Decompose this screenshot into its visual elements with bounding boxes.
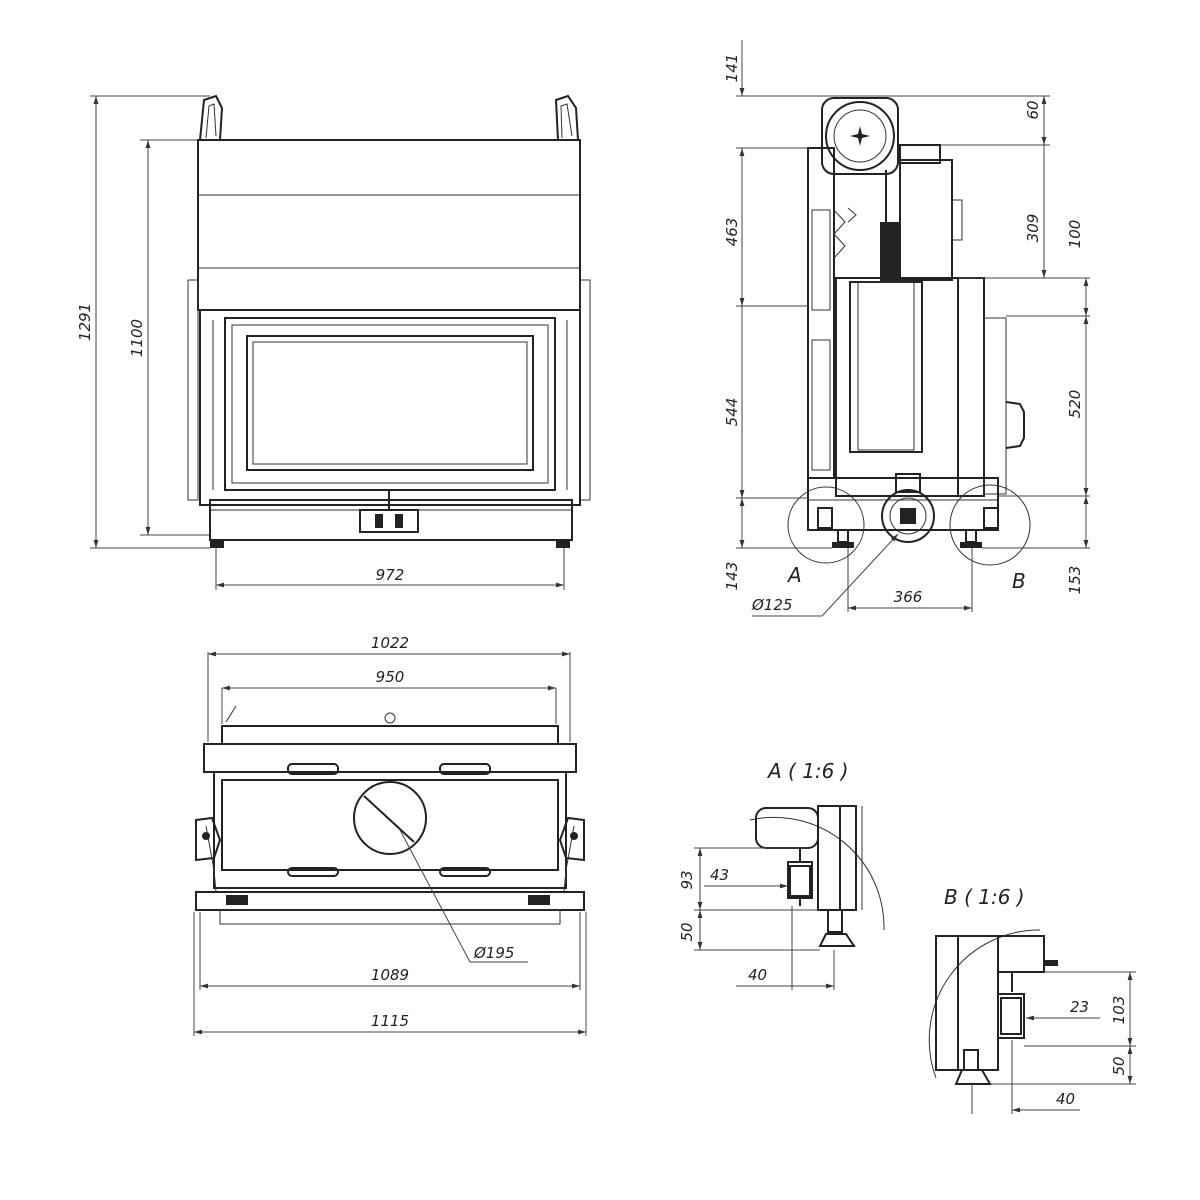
front-view: 1291 1100 972 <box>76 94 591 590</box>
dim-front-height-total: 1291 <box>76 303 94 341</box>
dim-front-height-body: 1100 <box>128 319 146 357</box>
dim-side-flue: Ø125 <box>751 596 792 614</box>
detail-b-title: B ( 1:6 ) <box>944 885 1025 909</box>
detail-a-dim-93: 93 <box>678 870 696 889</box>
dim-side-309: 309 <box>1024 214 1042 243</box>
detail-b-marker: B <box>1012 569 1026 593</box>
dim-side-60: 60 <box>1024 100 1042 119</box>
dim-top-950: 950 <box>376 668 405 686</box>
detail-a-dim-43: 43 <box>710 866 729 884</box>
dim-side-366: 366 <box>894 588 923 606</box>
detail-b-dim-23: 23 <box>1070 998 1089 1016</box>
detail-a-title: A ( 1:6 ) <box>766 759 849 783</box>
dim-top-1115: 1115 <box>371 1012 409 1030</box>
detail-b: B ( 1:6 ) 23 103 50 40 <box>928 885 1136 1114</box>
detail-a-dim-50: 50 <box>678 922 696 941</box>
dim-side-520: 520 <box>1066 390 1084 419</box>
dim-side-463: 463 <box>723 218 741 247</box>
dim-front-width: 972 <box>376 566 405 584</box>
dim-side-141: 141 <box>723 54 741 83</box>
detail-a-marker: A <box>786 563 802 587</box>
detail-b-dim-50: 50 <box>1110 1056 1128 1075</box>
dim-top-1089: 1089 <box>371 966 409 984</box>
detail-b-dim-103: 103 <box>1110 996 1128 1025</box>
side-view: 141 463 544 143 60 309 100 520 153 366 Ø… <box>723 40 1090 617</box>
detail-a: A ( 1:6 ) 43 93 50 40 <box>678 759 885 990</box>
detail-a-dim-40: 40 <box>748 966 767 984</box>
dim-side-153: 153 <box>1066 566 1084 595</box>
top-view: 1022 950 1089 1115 Ø195 <box>193 634 587 1036</box>
dim-side-143: 143 <box>723 562 741 591</box>
dim-top-1022: 1022 <box>371 634 409 652</box>
dim-side-544: 544 <box>723 398 741 427</box>
detail-b-dim-40: 40 <box>1056 1090 1075 1108</box>
dim-top-flue: Ø195 <box>473 944 514 962</box>
dim-side-100: 100 <box>1066 220 1084 249</box>
